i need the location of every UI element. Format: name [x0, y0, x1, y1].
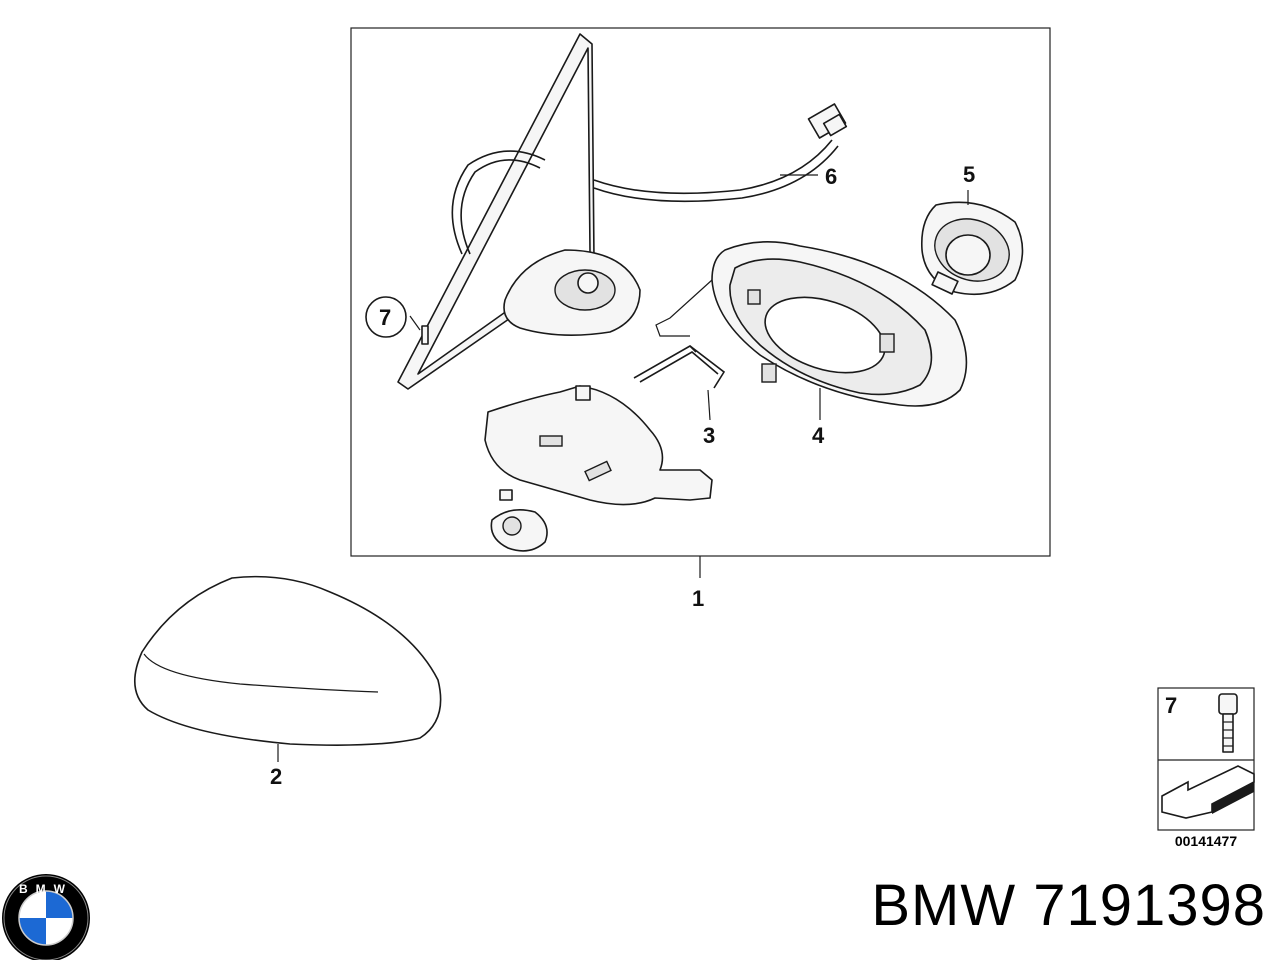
adjusting-motor-part — [920, 201, 1024, 296]
bmw-logo-letters: BMW — [19, 882, 73, 896]
legend-box: 7 — [1157, 687, 1255, 831]
legend-item-number: 7 — [1165, 693, 1177, 718]
wiring-harness-part — [451, 103, 848, 255]
bracket-part — [633, 345, 726, 389]
mirror-base-part — [397, 33, 641, 390]
arrow-icon — [1161, 765, 1255, 819]
mirror-glass-carrier-part — [655, 241, 968, 407]
bmw-logo: BMW — [2, 874, 90, 960]
callout-2: 2 — [270, 764, 282, 789]
mirror-cap-part — [133, 575, 442, 746]
callout-7: 7 — [379, 305, 391, 330]
callout-6: 6 — [825, 164, 837, 189]
diagram-number: 00141477 — [1174, 833, 1238, 849]
callout-1: 1 — [692, 586, 704, 611]
bolt-icon — [1218, 693, 1238, 753]
callout-5: 5 — [963, 162, 975, 187]
housing-base-part — [484, 385, 713, 552]
callout-7-ring — [365, 296, 407, 338]
callout-4: 4 — [812, 423, 825, 448]
callout-3: 3 — [703, 423, 715, 448]
part-caption: BMW 7191398 — [871, 873, 1266, 938]
leader-lines — [277, 174, 969, 762]
